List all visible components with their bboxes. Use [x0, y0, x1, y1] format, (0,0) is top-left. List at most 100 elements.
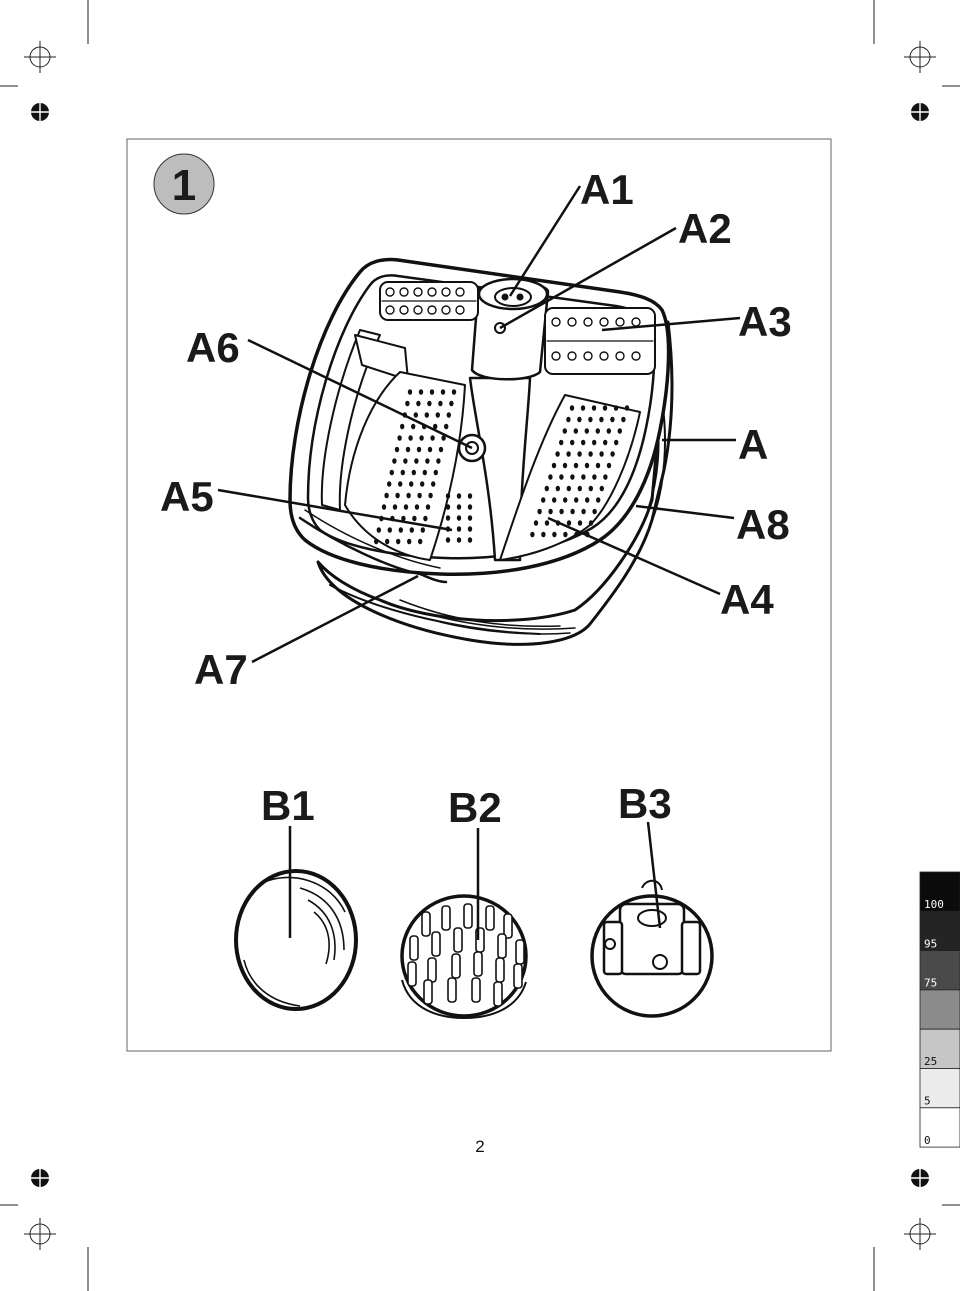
massage-nub: [559, 474, 564, 480]
massage-nub: [446, 412, 451, 418]
massage-nub: [449, 400, 454, 407]
massage-nub: [440, 389, 446, 395]
massage-nub: [573, 462, 579, 469]
massage-nub: [433, 423, 438, 430]
massage-nub: [423, 515, 428, 522]
massage-nub: [416, 400, 421, 407]
massage-nub: [559, 508, 564, 515]
massage-nub: [595, 428, 600, 434]
massage-nub: [566, 451, 571, 457]
massage-nub: [425, 504, 431, 510]
massage-nub: [541, 497, 546, 503]
massage-nub: [445, 537, 451, 543]
massage-nub: [420, 527, 425, 533]
color-swatch-label: 75: [924, 977, 937, 990]
massage-pin: [513, 963, 523, 989]
massage-pin: [473, 951, 483, 977]
massage-pin: [423, 979, 433, 1005]
massage-nub: [451, 389, 457, 395]
massage-nub: [599, 485, 604, 492]
massage-nub: [603, 439, 608, 446]
massage-nub: [396, 538, 401, 545]
massage-nub: [428, 492, 433, 499]
massage-nub: [456, 537, 462, 543]
registration-dot-icon: [908, 1166, 932, 1190]
massage-nub: [552, 497, 557, 503]
massage-nub: [562, 462, 568, 469]
massage-nub: [420, 481, 425, 487]
massage-nub: [592, 508, 597, 515]
massage-nub: [433, 469, 438, 476]
massage-nub: [418, 389, 424, 395]
massage-nub: [430, 435, 435, 441]
massage-nub: [411, 423, 416, 430]
massage-nub: [537, 508, 542, 515]
massage-nub: [456, 526, 462, 532]
massage-nub: [445, 515, 451, 521]
massage-nub: [413, 412, 418, 418]
massage-nub: [569, 405, 575, 411]
massage-nub: [591, 405, 597, 411]
massage-nub: [424, 412, 429, 418]
massage-nub: [606, 428, 611, 434]
massage-nub: [599, 451, 604, 457]
massage-nub: [384, 492, 389, 499]
massage-nub: [596, 497, 601, 503]
foot-spa-illustration: [288, 257, 674, 646]
figure-number: 1: [172, 161, 196, 210]
massage-pin: [441, 905, 451, 931]
massage-nub: [456, 515, 462, 521]
label-b3: B3: [618, 780, 672, 827]
attachment-b1: [234, 869, 358, 1011]
massage-nub: [613, 405, 619, 411]
massage-nub: [577, 451, 582, 457]
massage-nub: [530, 531, 535, 538]
label-a4: A4: [720, 576, 774, 623]
massage-nub: [392, 458, 397, 464]
figure-frame: [126, 138, 832, 1052]
massage-nub: [610, 451, 615, 457]
massage-nub: [456, 504, 462, 510]
massage-nub: [419, 435, 424, 441]
massage-pin: [471, 977, 481, 1003]
label-a7: A7: [194, 646, 248, 693]
massage-pin: [447, 977, 457, 1003]
massage-nub: [408, 435, 413, 441]
massage-nub: [581, 439, 586, 446]
massage-nub: [584, 428, 589, 434]
massage-nub: [588, 520, 594, 526]
massage-nub: [409, 527, 414, 533]
color-swatch: [919, 950, 960, 991]
label-b2: B2: [448, 784, 502, 831]
massage-nub: [580, 405, 586, 411]
color-swatch: [919, 989, 960, 1030]
figure-number-badge: 1: [153, 153, 215, 215]
massage-nub: [592, 474, 597, 480]
massage-nub: [541, 531, 546, 538]
massage-nub: [418, 538, 423, 545]
color-swatch-label: 95: [924, 937, 937, 950]
massage-nub: [412, 515, 417, 522]
massage-nub: [584, 462, 590, 469]
color-swatch-label: 0: [924, 1134, 931, 1147]
registration-crosshair-icon: [904, 1218, 936, 1250]
massage-nub: [562, 428, 567, 434]
massage-nub: [416, 446, 422, 453]
massage-nub: [407, 538, 412, 545]
massage-nub: [592, 439, 597, 446]
massage-nub: [544, 520, 550, 526]
massage-nub: [427, 400, 432, 407]
massage-nub: [456, 493, 462, 499]
label-a2: A2: [678, 205, 732, 252]
massage-nub: [544, 485, 549, 492]
massage-pin: [497, 933, 507, 959]
massage-nub: [574, 497, 579, 503]
massage-nub: [574, 531, 579, 538]
massage-nub: [577, 520, 583, 526]
massage-nub: [602, 405, 608, 411]
massage-pin: [453, 927, 463, 953]
massage-nub: [438, 400, 443, 407]
massage-nub: [400, 423, 405, 430]
massage-nub: [381, 504, 387, 510]
massage-nub: [389, 469, 394, 476]
